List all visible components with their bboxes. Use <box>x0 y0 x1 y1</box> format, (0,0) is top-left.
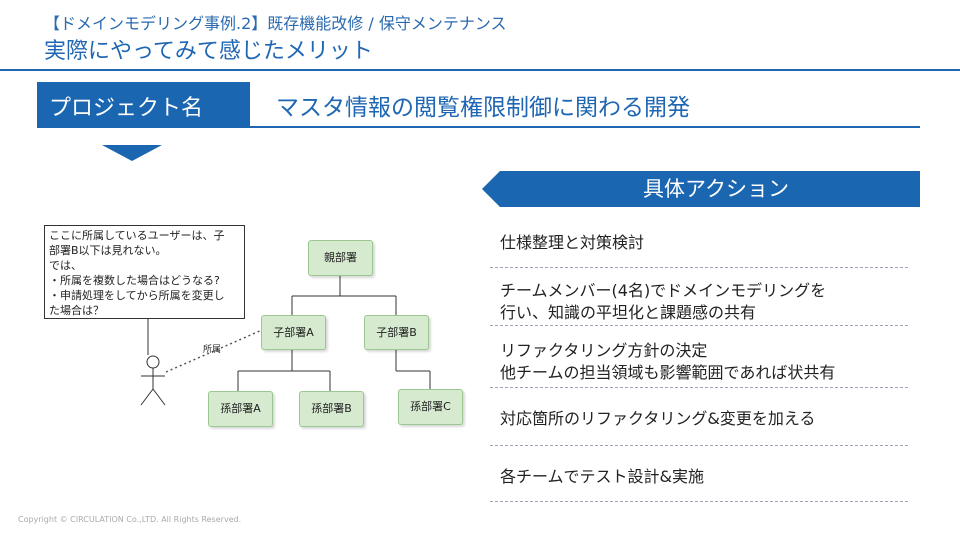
node-child-dept-b: 子部署B <box>364 315 429 350</box>
project-label-box: プロジェクト名 <box>37 82 250 128</box>
user-figure-icon <box>140 355 166 406</box>
org-tree-lines <box>237 276 431 391</box>
note-line: た場合は？ <box>49 304 104 317</box>
action-item-text: 仕様整理と対策検討 <box>500 233 645 252</box>
page-subtitle: 【ドメインモデリング事例.2】既存機能改修 / 保守メンテナンス <box>44 14 507 33</box>
header-divider <box>0 69 960 71</box>
project-name: マスタ情報の閲覧権限制御に関わる開発 <box>276 95 690 121</box>
action-header-label: 具体アクション <box>643 177 789 201</box>
action-item-text: リファクタリング方針の決定 <box>500 341 708 360</box>
action-item: チームメンバー(4名)でドメインモデリングを 行い、知識の平坦化と課題感の共有 <box>490 268 908 326</box>
action-item: 仕様整理と対策検討 <box>490 222 908 268</box>
node-grandchild-dept-a: 孫部署A <box>208 391 273 427</box>
relation-label: 所属 <box>203 345 222 355</box>
node-child-dept-a: 子部署A <box>261 315 326 350</box>
note-line: ・所属を複数した場合はどうなる? <box>49 274 220 287</box>
note-line: ここに所属しているユーザーは、子 <box>49 229 225 242</box>
action-item-text: 他チームの担当領域も影響範囲であれば状共有 <box>500 363 836 382</box>
copyright-text: Copyright © CIRCULATION Co.,LTD. All Rig… <box>18 515 242 524</box>
node-grandchild-dept-b: 孫部署B <box>299 391 364 427</box>
down-arrow-icon <box>102 145 162 161</box>
note-line: では、 <box>49 259 82 272</box>
action-item: 各チームでテスト設計&実施 <box>490 446 908 502</box>
action-item: リファクタリング方針の決定 他チームの担当領域も影響範囲であれば状共有 <box>490 326 908 388</box>
action-item-text: チームメンバー(4名)でドメインモデリングを <box>500 281 827 300</box>
action-item: 対応箇所のリファクタリング&変更を加える <box>490 388 908 446</box>
note-line: ・申請処理をしてから所属を変更し <box>49 289 225 302</box>
page-title: 実際にやってみて感じたメリット <box>44 39 373 64</box>
question-note: ここに所属しているユーザーは、子 部署B以下は見れない。 では、 ・所属を複数し… <box>44 225 245 319</box>
action-header-shape <box>482 171 920 207</box>
node-parent-dept: 親部署 <box>308 240 373 276</box>
action-item-text: 各チームでテスト設計&実施 <box>500 467 704 486</box>
action-item-text: 対応箇所のリファクタリング&変更を加える <box>500 409 816 428</box>
action-item-text: 行い、知識の平坦化と課題感の共有 <box>500 303 757 322</box>
note-line: 部署B以下は見れない。 <box>49 244 167 257</box>
node-grandchild-dept-c: 孫部署C <box>398 389 463 425</box>
project-divider <box>250 126 920 128</box>
